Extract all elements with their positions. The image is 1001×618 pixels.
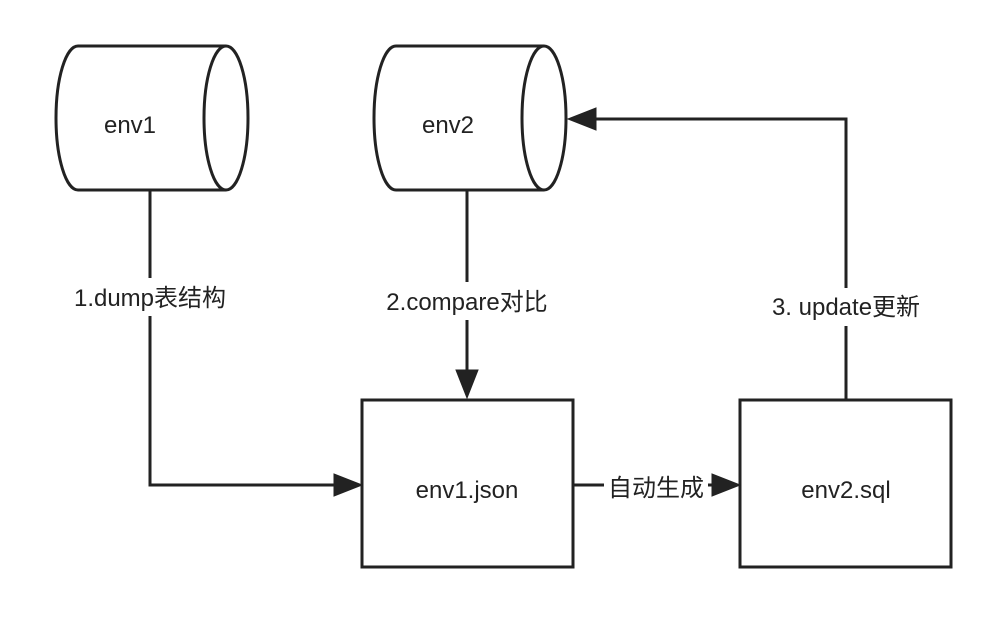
compare-arrowhead-icon <box>455 369 479 400</box>
update-edge: 3. update更新 <box>566 107 936 400</box>
generate-arrowhead-icon <box>711 473 742 497</box>
compare-label-bg <box>372 282 564 320</box>
compare-edge: 2.compare对比 <box>372 190 564 400</box>
env2-database-node[interactable]: env2 <box>372 44 568 192</box>
dump-arrowhead-icon <box>333 473 364 497</box>
env1-database-cap <box>202 44 227 192</box>
env2-sql-node[interactable]: env2.sql <box>738 398 953 569</box>
dump-edge: 1.dump表结构 <box>60 190 364 497</box>
update-label-bg <box>756 288 936 326</box>
env2-database-cap <box>520 44 545 192</box>
update-label: 3. update更新 <box>772 294 920 321</box>
compare-label: 2.compare对比 <box>386 289 547 316</box>
dump-label: 1.dump表结构 <box>74 285 226 312</box>
update-connector <box>594 117 848 400</box>
env2-sql-label: env2.sql <box>801 477 890 504</box>
update-arrowhead-icon <box>566 107 597 131</box>
env1-database-label: env1 <box>104 112 156 139</box>
env2-sql-box <box>738 398 953 569</box>
env1-json-box <box>360 398 575 569</box>
dump-connector <box>148 190 336 487</box>
dump-label-bg <box>60 278 240 316</box>
generate-label-bg <box>604 466 708 504</box>
env2-database-label: env2 <box>422 112 474 139</box>
env1-database-node[interactable]: env1 <box>54 44 250 192</box>
generate-edge: 自动生成 <box>573 466 742 504</box>
env1-json-node[interactable]: env1.json <box>360 398 575 569</box>
env1-json-label: env1.json <box>416 477 519 504</box>
generate-label: 自动生成 <box>608 475 704 502</box>
